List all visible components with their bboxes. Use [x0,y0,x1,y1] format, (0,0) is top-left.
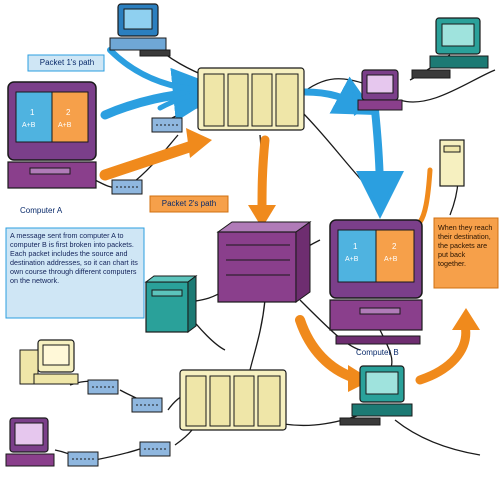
computer-bottom-left-1 [19,339,79,385]
computer-bottom-right [339,365,413,426]
modem-near-router [151,117,183,133]
packet2-arrowhead-router [186,128,212,158]
packet2-arrowhead-down [248,205,276,228]
computer-bottom-left-2 [5,417,55,467]
computer-top-right [411,17,489,79]
server-teal [144,275,198,333]
packet2-arrowhead-up [452,308,480,330]
reassembly-callout-text: When they reach their destination, the p… [438,223,493,268]
modem-bottom-2 [131,397,163,413]
hub-center [216,221,312,303]
screen-a-left-expr: A+B [22,122,36,129]
computer-top-center [109,3,171,57]
computer-a [7,81,97,189]
reassembly-callout-box [433,217,499,289]
modem-bottom-4 [139,441,171,457]
screen-b-right-number: 2 [392,242,397,251]
computer-a-label: Computer A [20,206,63,215]
modem-bottom-3 [67,451,99,467]
screen-b-left-number: 1 [353,242,358,251]
screen-b-right-expr: A+B [384,256,398,263]
message-callout-text: A message sent from computer A to comput… [10,231,138,285]
packet1-arrowhead-down [366,185,393,208]
packet1-arrow-down-to-b [355,106,404,219]
screen-a-right-expr: A+B [58,122,72,129]
modem-bottom-1 [87,379,119,395]
router-top [197,67,305,131]
tower-right [439,139,465,187]
screen-a-left-number: 1 [30,108,35,117]
computer-b [329,219,423,345]
screen-b-left-expr: A+B [345,256,359,263]
computer-mid-right [357,69,403,111]
packet2-route [99,135,471,385]
modem-near-a [111,179,143,195]
screen-a-right-number: 2 [66,108,71,117]
packet1-label-box [27,54,105,72]
packet1-path-label: Packet 1's path [39,58,95,67]
packet2-path-label: Packet 2's path [161,199,217,208]
computer-b-label: Computer B [356,348,399,357]
router-bottom [179,369,287,431]
packet1-arrow-to-router-right [301,76,377,115]
message-callout-box [5,227,145,319]
packet2-label-box [149,195,229,213]
